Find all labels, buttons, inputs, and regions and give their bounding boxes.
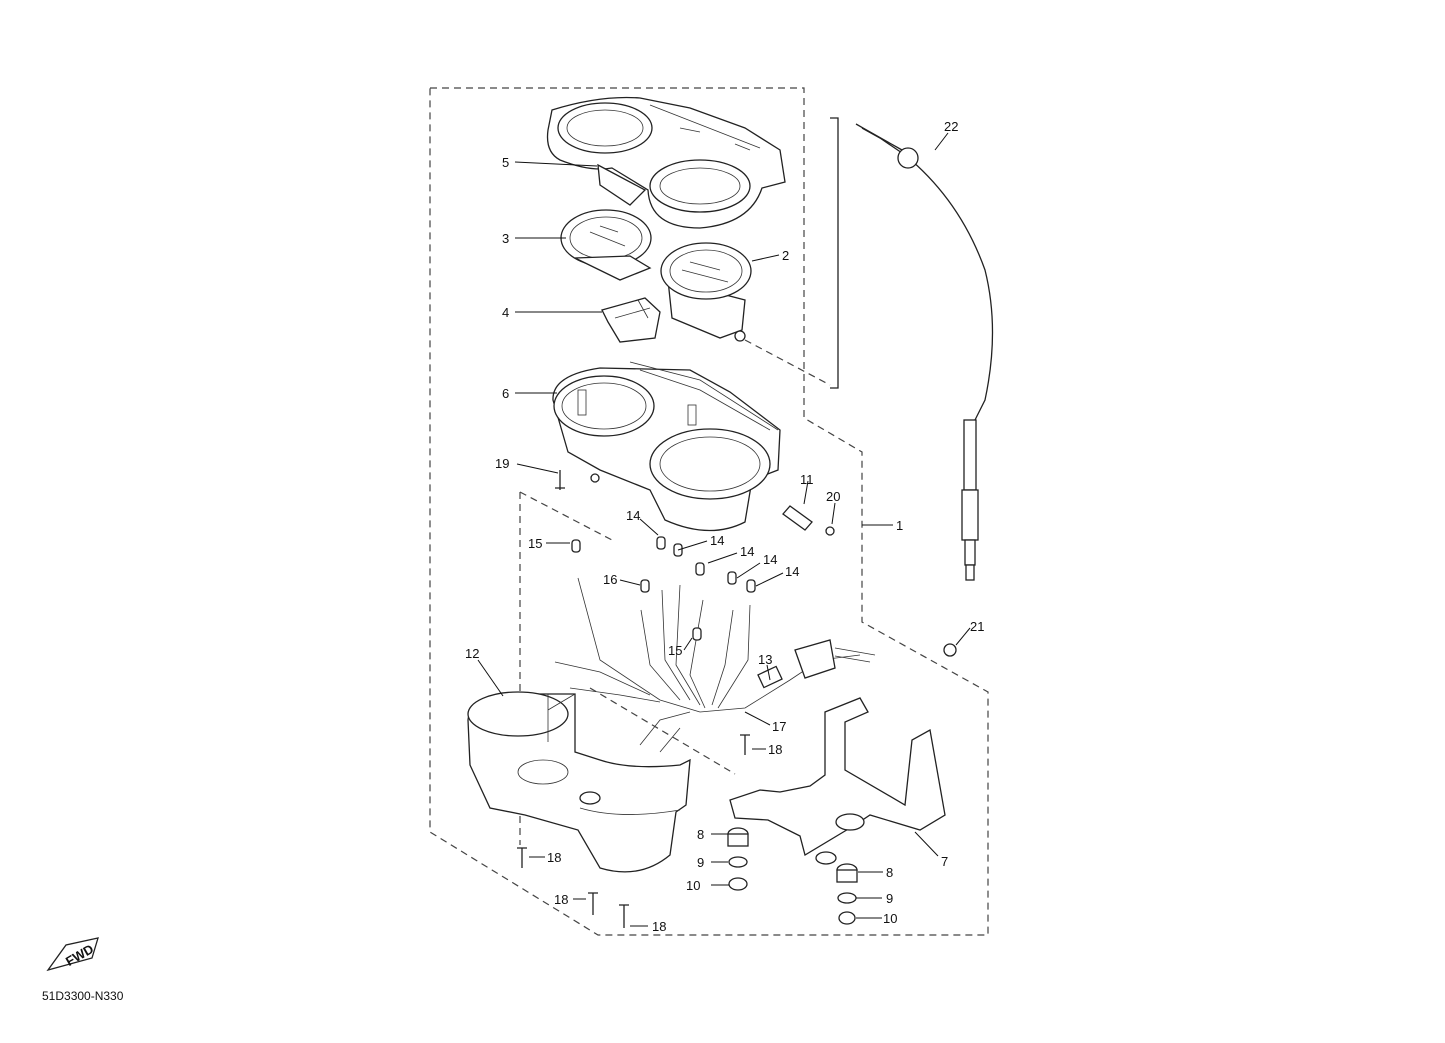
bracket-part-7 <box>729 697 946 865</box>
callout-7: 7 <box>941 854 948 869</box>
callout-21: 21 <box>970 619 984 634</box>
lower-case-part-12 <box>467 691 691 873</box>
callout-18d: 18 <box>652 919 666 934</box>
meter-visor-part-5 <box>546 96 786 229</box>
callout-8b: 8 <box>886 865 893 880</box>
callout-16: 16 <box>603 572 617 587</box>
wire-harness-part-13 <box>554 577 876 753</box>
cable-route-indicator <box>830 117 839 389</box>
callout-1: 1 <box>896 518 903 533</box>
callout-5: 5 <box>502 155 509 170</box>
bulbs-part-14 <box>571 536 756 641</box>
callout-2: 2 <box>782 248 789 263</box>
callout-11: 11 <box>800 472 814 487</box>
callout-4: 4 <box>502 305 509 320</box>
callout-3: 3 <box>502 231 509 246</box>
tachometer-part-3 <box>560 209 652 281</box>
callout-14c: 14 <box>740 544 754 559</box>
callout-9b: 9 <box>886 891 893 906</box>
callout-10a: 10 <box>686 878 700 893</box>
callout-10b: 10 <box>883 911 897 926</box>
meter-case-part-6 <box>552 361 781 532</box>
callout-17: 17 <box>772 719 786 734</box>
cable-route-dashed <box>744 339 831 386</box>
callout-14a: 14 <box>626 508 640 523</box>
callout-6: 6 <box>502 386 509 401</box>
fwd-arrow-icon: FWD <box>46 937 99 972</box>
callout-14d: 14 <box>763 552 777 567</box>
callout-14e: 14 <box>785 564 799 579</box>
grommets-washers-nuts <box>727 827 858 925</box>
callout-8a: 8 <box>697 827 704 842</box>
leader-lines <box>477 132 971 927</box>
callout-13: 13 <box>758 652 772 667</box>
callout-labels: 5 3 2 4 6 19 11 20 1 22 14 14 14 14 14 1… <box>465 119 984 934</box>
callout-15a: 15 <box>528 536 542 551</box>
screws <box>517 470 957 928</box>
callout-9a: 9 <box>697 855 704 870</box>
callout-15b: 15 <box>668 643 682 658</box>
callout-14b: 14 <box>710 533 724 548</box>
callout-18c: 18 <box>554 892 568 907</box>
indicator-panel-part-4 <box>601 297 661 343</box>
speedometer-cable-part-22 <box>855 123 994 581</box>
diagram-code: 51D3300-N330 <box>42 989 124 1003</box>
callout-18a: 18 <box>768 742 782 757</box>
callout-19: 19 <box>495 456 509 471</box>
callout-18b: 18 <box>547 850 561 865</box>
speedometer-part-2 <box>660 242 752 342</box>
callout-20: 20 <box>826 489 840 504</box>
callout-22: 22 <box>944 119 958 134</box>
callout-12: 12 <box>465 646 479 661</box>
